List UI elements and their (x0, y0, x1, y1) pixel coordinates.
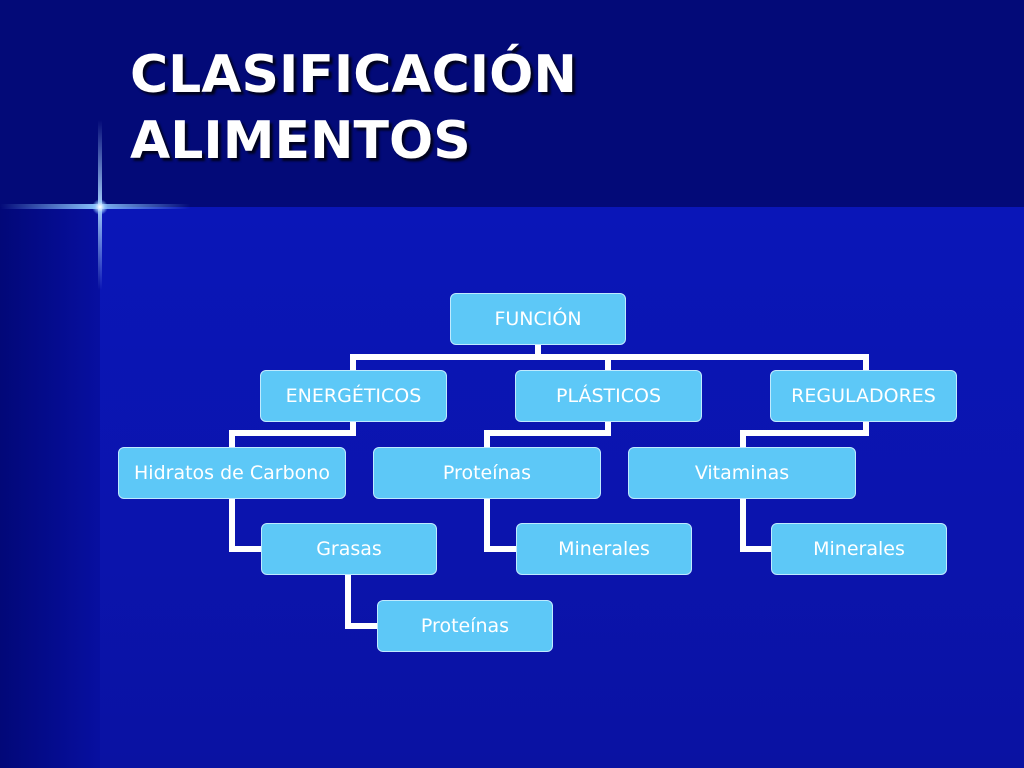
connector-proteinas-to-minerales (484, 495, 519, 552)
connector-grasas-to-proteinas (345, 573, 380, 629)
connector-root-to-categories (350, 342, 869, 373)
title-line-1: CLASIFICACIÓN (130, 45, 577, 105)
node-energeticos: ENERGÉTICOS (260, 370, 447, 422)
node-funcion: FUNCIÓN (450, 293, 626, 345)
left-band (0, 207, 100, 768)
connector-vitaminas-to-minerales (740, 495, 774, 552)
light-flare-core (92, 199, 108, 215)
node-reguladores: REGULADORES (770, 370, 957, 422)
node-grasas: Grasas (261, 523, 437, 575)
connector-plasticos-to-proteinas (484, 417, 611, 450)
connector-hidratos-to-grasas (229, 495, 264, 552)
node-plasticos: PLÁSTICOS (515, 370, 702, 422)
node-vitaminas: Vitaminas (628, 447, 856, 499)
node-reguladores-minerales: Minerales (771, 523, 947, 575)
node-energeticos-proteinas: Proteínas (377, 600, 553, 652)
node-hidratos-de-carbono: Hidratos de Carbono (118, 447, 346, 499)
connector-reguladores-to-vitaminas (740, 417, 869, 450)
header-band (0, 0, 1024, 207)
connector-energeticos-to-hidratos (229, 417, 356, 450)
slide-title: CLASIFICACIÓN ALIMENTOS (130, 42, 577, 174)
node-plasticos-minerales: Minerales (516, 523, 692, 575)
node-plasticos-proteinas: Proteínas (373, 447, 601, 499)
title-line-2: ALIMENTOS (130, 111, 471, 171)
